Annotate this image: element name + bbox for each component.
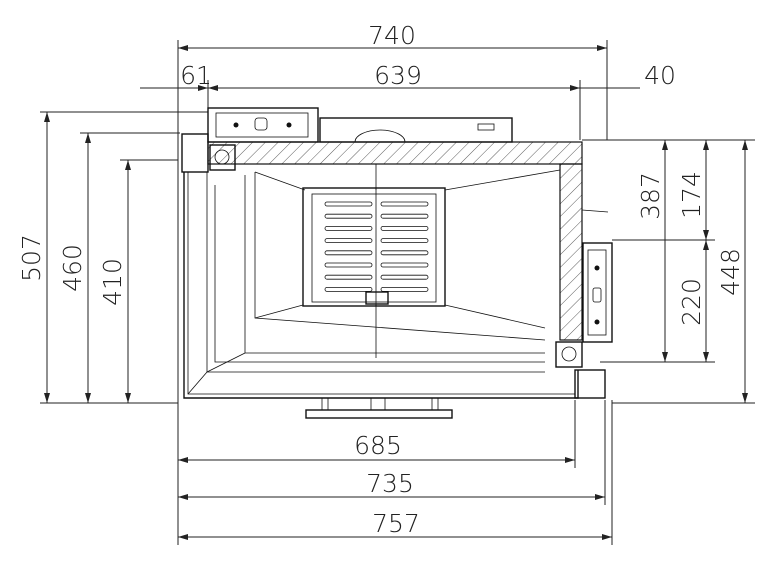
grate-slat	[380, 286, 429, 292]
dim-label-757: 757	[372, 509, 420, 538]
grate-slat	[380, 213, 429, 219]
dim-label-740: 740	[368, 21, 416, 50]
grate-slat	[380, 262, 429, 268]
side-control-box	[582, 242, 613, 343]
grate-slats	[324, 201, 429, 292]
dim-label-507: 507	[17, 234, 46, 282]
dim-label-460: 460	[58, 244, 87, 292]
corner-hinge-top-left	[181, 133, 209, 173]
grate-slat	[324, 274, 373, 280]
dim-label-387: 387	[636, 172, 665, 220]
dim-label-735: 735	[366, 469, 414, 498]
dimension-labels: 740 61 639 40 507 460 410 387 174 220 44…	[17, 21, 745, 538]
side-insulation	[559, 163, 583, 341]
door-handle	[305, 409, 453, 419]
grate-slat	[380, 238, 429, 244]
grate-slat	[324, 238, 373, 244]
grate-slat	[380, 250, 429, 256]
dim-label-639: 639	[374, 61, 422, 90]
grate-slat	[324, 286, 373, 292]
dim-label-61: 61	[180, 61, 212, 90]
grate-slat	[380, 201, 429, 207]
dim-label-410: 410	[98, 258, 127, 306]
grate-slat	[380, 225, 429, 231]
dim-label-174: 174	[677, 171, 706, 219]
grate-slat	[324, 262, 373, 268]
dim-label-448: 448	[716, 248, 745, 296]
grate-slat	[324, 201, 373, 207]
grate-slat	[324, 213, 373, 219]
corner-hinge-bottom-right	[574, 369, 606, 399]
dim-label-40: 40	[644, 61, 676, 90]
dim-label-220: 220	[677, 278, 706, 326]
dim-label-685: 685	[354, 431, 402, 460]
grate-slat	[324, 250, 373, 256]
grate	[302, 187, 446, 307]
fireplace-outline	[181, 107, 613, 419]
grate-slat	[380, 274, 429, 280]
dimension-lines	[44, 45, 748, 540]
grate-slat	[324, 225, 373, 231]
top-insulation	[207, 141, 583, 165]
